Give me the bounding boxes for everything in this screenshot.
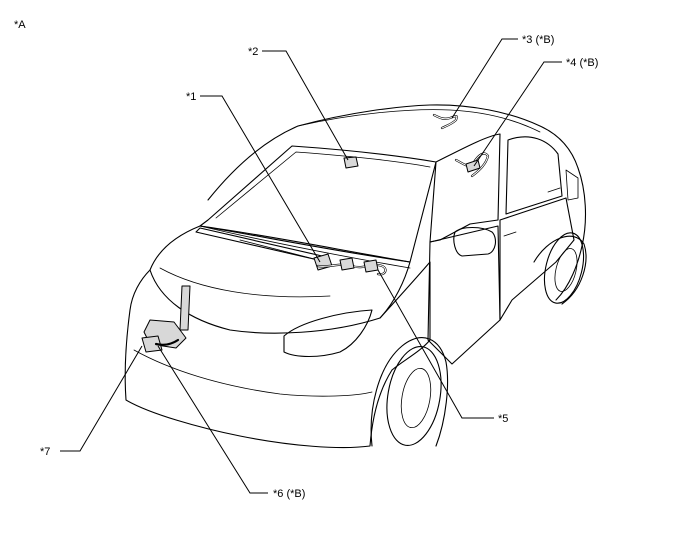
side-window-front bbox=[429, 133, 501, 243]
part-4-connector bbox=[454, 152, 490, 178]
windshield-inner bbox=[215, 151, 431, 219]
callout-labels: *1 *2 *3 (*B) *4 (*B) *5 *6 (*B) *7 bbox=[40, 34, 598, 500]
front-wheel-hub bbox=[400, 367, 432, 429]
rear-quarter-window bbox=[565, 169, 579, 201]
cowl-panel bbox=[199, 225, 411, 269]
leader-2 bbox=[262, 50, 349, 161]
part-2-sensor bbox=[343, 156, 359, 169]
wiper-arm bbox=[239, 239, 327, 263]
front-wheel-arch bbox=[370, 337, 449, 447]
callout-3: *3 (*B) bbox=[522, 34, 554, 46]
leader-7 bbox=[60, 345, 143, 452]
part-3-wire bbox=[432, 113, 458, 130]
front-fender bbox=[379, 261, 431, 371]
callout-6: *6 (*B) bbox=[273, 488, 305, 500]
callout-5: *5 bbox=[498, 413, 508, 425]
leader-5 bbox=[377, 269, 494, 419]
front-door bbox=[427, 225, 501, 365]
headlight bbox=[283, 309, 373, 358]
leader-4 bbox=[473, 61, 562, 167]
side-window-rear bbox=[505, 136, 563, 215]
front-bumper bbox=[124, 269, 393, 449]
leader-1 bbox=[200, 95, 321, 263]
rear-door bbox=[499, 197, 575, 321]
rear-wheel-arch bbox=[533, 235, 587, 305]
rear-wheel-hub bbox=[554, 248, 578, 292]
front-wheel bbox=[386, 346, 442, 446]
callout-2: *2 bbox=[248, 46, 258, 58]
roof-rail bbox=[297, 109, 541, 133]
hood-crease bbox=[159, 267, 331, 298]
rear-wheel bbox=[543, 232, 585, 304]
door-handle-rear bbox=[547, 187, 561, 193]
leader-lines bbox=[60, 38, 562, 494]
leader-6 bbox=[157, 345, 268, 494]
callout-7: *7 bbox=[40, 446, 50, 458]
windshield bbox=[199, 145, 437, 263]
part-6-7-sensor-assembly bbox=[141, 285, 191, 353]
side-mirror bbox=[453, 226, 497, 257]
leader-3 bbox=[451, 38, 518, 119]
bumper-line bbox=[133, 349, 373, 397]
vehicle-outline bbox=[124, 104, 587, 449]
roof-outline bbox=[207, 104, 579, 201]
callout-4: *4 (*B) bbox=[566, 57, 598, 69]
view-label: *A bbox=[14, 19, 26, 31]
front-sensor bbox=[141, 335, 163, 353]
callout-1: *1 bbox=[186, 91, 196, 103]
door-handle-front bbox=[503, 231, 517, 237]
front-pole bbox=[179, 285, 191, 331]
